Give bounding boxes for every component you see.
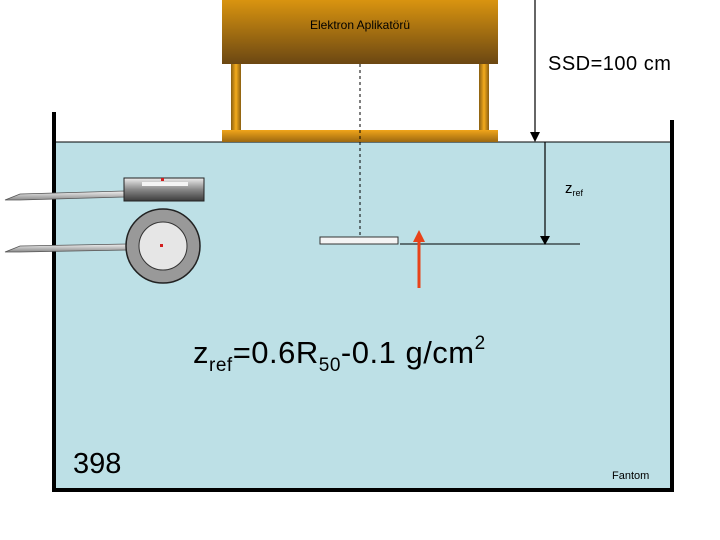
ssd-arrow	[530, 0, 540, 142]
phantom-tank-wall	[52, 112, 674, 492]
formula-z: z	[193, 335, 209, 370]
formula-exponent: 2	[474, 333, 486, 354]
cylindrical-chamber	[4, 177, 205, 202]
zref-marker-subscript: ref	[572, 188, 584, 198]
zref-formula: zref=0.6R50-0.1 g/cm2	[193, 333, 486, 377]
applicator-left-leg	[231, 64, 241, 130]
cylindrical-chamber-cavity	[142, 182, 188, 186]
zref-arrow	[540, 142, 550, 245]
applicator-right-leg	[479, 64, 489, 130]
formula-r-subscript: 50	[318, 355, 341, 376]
slide-number: 398	[73, 448, 122, 480]
zref-marker-label: zref	[565, 180, 583, 198]
parallel-plate-chamber	[4, 208, 201, 284]
formula-z-subscript: ref	[209, 355, 233, 376]
phantom-label: Fantom	[612, 470, 650, 482]
cylindrical-chamber-body	[123, 177, 205, 202]
cylindrical-chamber-reference-point	[161, 178, 164, 181]
detector-plate	[319, 236, 399, 245]
red-arrow	[413, 230, 425, 288]
zref-marker-symbol: z	[565, 180, 573, 197]
formula-tail: -0.1 g/cm	[340, 335, 475, 370]
formula-middle: =0.6R	[232, 335, 319, 370]
ssd-label: SSD=100 cm	[548, 53, 672, 75]
applicator-top-plate	[222, 0, 498, 64]
applicator-label: Elektron Aplikatörü	[309, 18, 411, 32]
electron-applicator	[222, 0, 498, 142]
parallel-plate-chamber-reference-point	[160, 244, 163, 247]
